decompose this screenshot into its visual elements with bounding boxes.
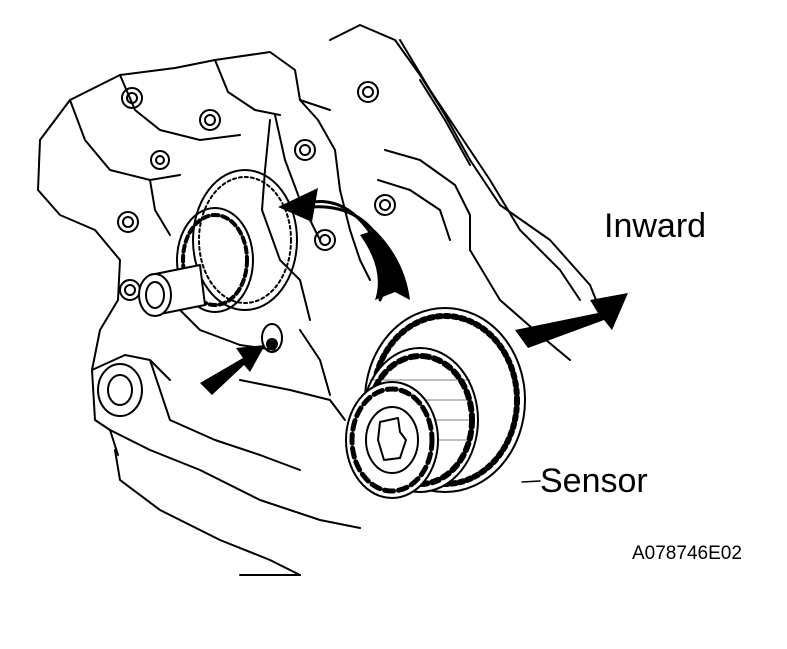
sensor-label: Sensor: [540, 462, 648, 500]
sensor-leader-line: [521, 480, 541, 483]
installed-crankshaft-gear: [138, 169, 298, 353]
inward-label: Inward: [604, 207, 707, 245]
sensor-pin-arrow: [200, 345, 265, 395]
engine-block: [37, 24, 601, 576]
bolt-heads: [117, 81, 396, 301]
inward-arrow: [515, 293, 628, 348]
loose-gear-with-sensor-plate: [345, 307, 526, 499]
install-direction-arrow: [278, 188, 410, 302]
figure-code: A078746E02: [632, 543, 742, 564]
